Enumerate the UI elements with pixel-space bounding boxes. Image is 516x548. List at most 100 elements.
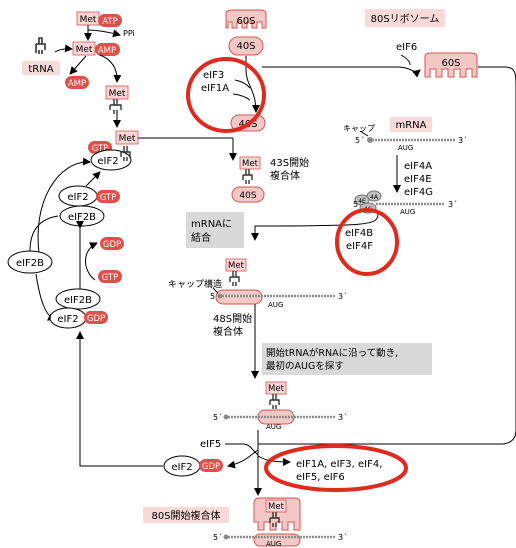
aug-label: AUG: [266, 540, 281, 548]
three-prime: 3´: [458, 135, 467, 145]
tag-4a: 4A: [370, 194, 379, 201]
mrna-binding-label: mRNAに: [191, 218, 232, 230]
gtp-label: GTP: [92, 144, 109, 154]
cap-label: キャップ: [343, 124, 375, 133]
amp-label: AMP: [98, 46, 116, 56]
eif5-label: eIF5: [200, 439, 221, 450]
aug-label: AUG: [398, 144, 413, 152]
mrna-binding-label-2: 結合: [191, 231, 211, 244]
amp-pill-2: [65, 76, 89, 89]
eif2-label: eIF2: [57, 314, 78, 325]
scanning-label: 開始tRNAがRNAに沿って動き,: [266, 347, 398, 359]
three-prime: 3´: [338, 291, 347, 301]
three-prime: 3´: [448, 199, 457, 209]
atp-label: ATP: [102, 17, 117, 27]
complex-48s-label: 48S開始: [213, 312, 252, 325]
aug-label: AUG: [266, 423, 281, 431]
met-amp-group: Met AMP: [72, 41, 120, 56]
tag-4e: 4E: [358, 198, 366, 205]
eif4g-label: eIF4G: [404, 187, 433, 198]
eif4e-label: eIF4E: [404, 174, 432, 185]
s40-label: 40S: [236, 41, 255, 52]
met-label: Met: [119, 134, 136, 144]
trna-icon: [109, 99, 122, 114]
ribo-80s-label-bg: [365, 9, 445, 27]
scanning-label-2: 最初のAUGを探す: [266, 360, 344, 372]
met-label: Met: [109, 89, 126, 99]
eif6-label: eIF6: [396, 42, 417, 53]
s60-label: 60S: [236, 16, 255, 27]
trna-icon: [229, 271, 240, 286]
eif2-label: eIF2: [67, 192, 88, 203]
eif4f-label: eIF4F: [346, 241, 373, 252]
gdp-pill: [100, 237, 124, 250]
gdp-label: GDP: [87, 314, 105, 324]
trna-icon: [269, 394, 280, 409]
three-prime: 3´: [338, 412, 347, 422]
highlight-circle-eif4: [335, 208, 399, 276]
scanning-box: [262, 343, 432, 375]
mrna-label-bg: [390, 117, 432, 132]
trna-icon: [242, 169, 253, 184]
trna-icon: [35, 37, 46, 54]
complex-43s-label: 43S開始: [270, 156, 309, 169]
met-label: Met: [76, 45, 93, 55]
met-box: [72, 41, 96, 56]
eif2-label: eIF2: [171, 462, 192, 473]
eif2b-label: eIF2B: [16, 258, 44, 269]
aug-label: AUG: [400, 208, 415, 216]
aug-label: AUG: [268, 301, 283, 309]
amp-label-2: AMP: [68, 79, 86, 89]
eif1a-label: eIF1A: [201, 83, 229, 94]
met-atp-group: Met ATP PPi: [76, 11, 135, 38]
eif2-label: eIF2: [97, 156, 118, 167]
trna-icon: [269, 512, 280, 527]
eif2-gtp-eif2b: eIF2 GTP eIF2B: [58, 185, 120, 227]
five-prime: 5´: [353, 199, 362, 209]
cap-dot: [217, 293, 223, 299]
eif2b-label: eIF2B: [68, 212, 96, 223]
mrna-label: mRNA: [395, 120, 426, 131]
cap-structure-label: キャップ構造: [168, 278, 222, 290]
ppi-label: PPi: [123, 29, 135, 38]
met-label: Met: [228, 261, 245, 271]
cap-dot: [223, 414, 229, 420]
complex-80s-label-bg: [143, 507, 229, 523]
gdp-label: GDP: [103, 240, 121, 250]
cap-dot: [223, 534, 229, 540]
release-factors-label: eIF1A, eIF3, eIF4,: [296, 459, 382, 470]
mrna-binding-box: [186, 212, 244, 248]
atp-pill: [98, 14, 122, 27]
ribosome-60s-free: 60S: [424, 52, 478, 78]
gtp-pill: [98, 270, 122, 283]
five-prime: 5´: [355, 135, 364, 145]
eif4a-label: eIF4A: [404, 161, 432, 172]
eif4b-label: eIF4B: [345, 228, 373, 239]
release-factors-label-2: eIF5, eIF6: [296, 472, 345, 483]
amp-pill: [95, 43, 120, 56]
s40-label: 40S: [239, 191, 256, 201]
ribosome-40s: [231, 186, 265, 203]
gdp-label: GDP: [202, 462, 220, 472]
complex-48s-label-2: 複合体: [213, 325, 243, 338]
highlight-circle-eif3: [186, 57, 266, 133]
gtp-label: GTP: [100, 193, 117, 203]
five-prime: 5´: [210, 291, 219, 301]
complex-80s-label: 80S開始複合体: [151, 509, 220, 522]
gtp-label: GTP: [102, 273, 119, 283]
trna-label: tRNA: [28, 64, 53, 75]
three-prime: 3´: [338, 532, 347, 542]
five-prime: 5´: [213, 532, 222, 542]
met-label: Met: [80, 15, 97, 25]
five-prime: 5´: [213, 412, 222, 422]
ribosome-80s-top: 60S 40S: [225, 9, 267, 56]
met-box: [239, 156, 261, 170]
trna-label-bg: [22, 61, 60, 75]
met-label: Met: [268, 384, 285, 394]
met-label: Met: [268, 502, 285, 512]
cap-dot: [367, 137, 373, 143]
trna-icon: [120, 146, 131, 161]
s60-label: 60S: [441, 58, 460, 69]
met-label: Met: [242, 159, 259, 169]
